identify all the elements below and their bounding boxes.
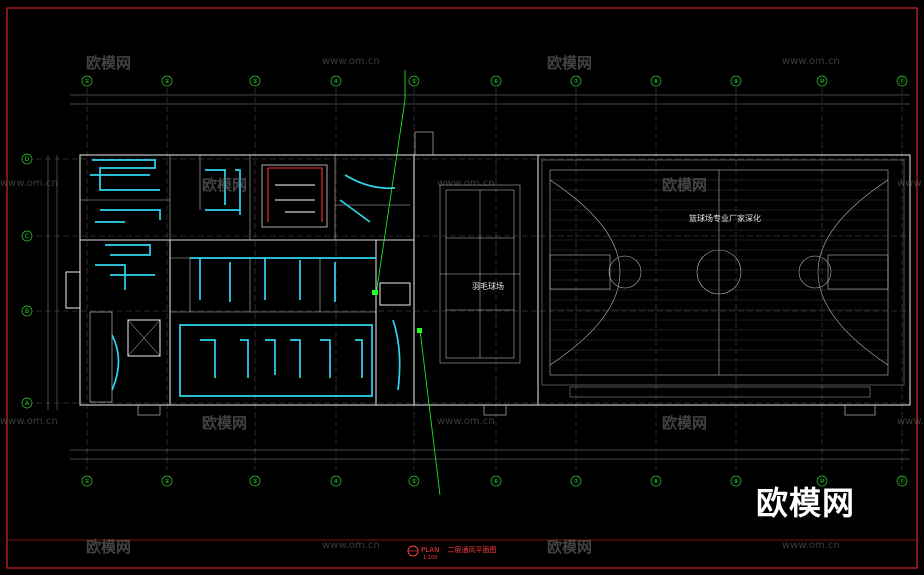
axis-label: C [25, 233, 29, 240]
drawing-title: 二层通风平面图 [447, 546, 497, 554]
axis-label: ⑥ [493, 78, 498, 85]
axis-label: ④ [333, 478, 338, 485]
axis-label: A [25, 400, 30, 407]
axis-bubbles-top [81, 75, 908, 87]
watermark-url: www.om.cn [897, 178, 924, 189]
axis-label: ⑦ [573, 478, 579, 485]
equipment-room-ducts [261, 164, 328, 228]
axis-labels-left: D C B A [25, 156, 30, 407]
axis-label: ⑥ [493, 478, 498, 485]
axis-label: ① [84, 78, 89, 85]
axis-label: ⑤ [411, 78, 416, 85]
building-walls [65, 131, 911, 416]
axis-label: ④ [333, 78, 338, 85]
axis-bubbles-bottom [81, 475, 908, 487]
badminton-court-label: 羽毛球场 [472, 281, 504, 291]
axis-labels-top: ① ② ③ ④ ⑤ ⑥ ⑦ ⑧ ⑨ ⑩ ⑪ [84, 77, 905, 85]
watermark: 欧模网 [202, 414, 248, 432]
axis-label: ② [164, 78, 170, 85]
axis-labels-bottom: ① ② ③ ④ ⑤ ⑥ ⑦ ⑧ ⑨ ⑩ ⑪ [84, 477, 905, 485]
watermark: 欧模网 [547, 538, 593, 556]
axis-label: ⑧ [653, 478, 658, 485]
annotation-leaders [375, 70, 441, 496]
axis-label: ⑤ [411, 478, 416, 485]
watermark: 欧模网 [86, 54, 132, 72]
axis-label: ⑪ [899, 77, 905, 85]
axis-label: ② [164, 478, 170, 485]
watermark-url: www.om.cn [322, 540, 380, 551]
leader-markers [372, 290, 422, 333]
axis-label: ⑪ [899, 477, 905, 485]
axis-label: ⑦ [573, 78, 579, 85]
watermark-url: www.om.cn [897, 416, 924, 427]
ventilation-ducts [90, 159, 401, 397]
badminton-court [439, 184, 521, 364]
watermark-url: www.om.cn [782, 540, 840, 551]
watermark: 欧模网 [86, 538, 132, 556]
plan-label: PLAN [421, 546, 440, 554]
watermark: 欧模网 [662, 414, 708, 432]
drawing-title-block: PLAN 二层通风平面图 1:100 [407, 545, 497, 561]
watermark-url: www.om.cn [437, 416, 495, 427]
corner-watermark-logo: 欧模网 [756, 484, 856, 522]
drawing-frame [6, 7, 918, 569]
axis-label: B [25, 308, 29, 315]
watermark-url: www.om.cn [0, 178, 58, 189]
drawing-scale: 1:100 [423, 555, 438, 561]
axis-label: ① [84, 478, 89, 485]
axis-label: ③ [252, 478, 257, 485]
axis-label: ⑨ [733, 478, 738, 485]
axis-bubbles-left [21, 153, 33, 409]
watermark: 欧模网 [662, 176, 708, 194]
dimension-lines [47, 94, 910, 460]
watermark: 欧模网 [547, 54, 593, 72]
watermark: 欧模网 [202, 176, 248, 194]
watermark-url: www.om.cn [322, 56, 380, 67]
title-marker-icon [407, 545, 419, 557]
axis-grid [36, 88, 910, 470]
axis-label: ③ [252, 78, 257, 85]
basketball-court [541, 159, 905, 398]
axis-label: ⑧ [653, 78, 658, 85]
axis-label: ⑩ [819, 478, 824, 485]
watermark-url: www.om.cn [0, 416, 58, 427]
watermark-url: www.om.cn [437, 178, 495, 189]
axis-label: ⑩ [819, 78, 824, 85]
watermark-url: www.om.cn [782, 56, 840, 67]
court-floor-boards [550, 179, 888, 361]
basketball-court-label: 篮球场专业厂家深化 [689, 213, 761, 223]
axis-label: ⑨ [733, 78, 738, 85]
axis-label: D [25, 156, 30, 163]
